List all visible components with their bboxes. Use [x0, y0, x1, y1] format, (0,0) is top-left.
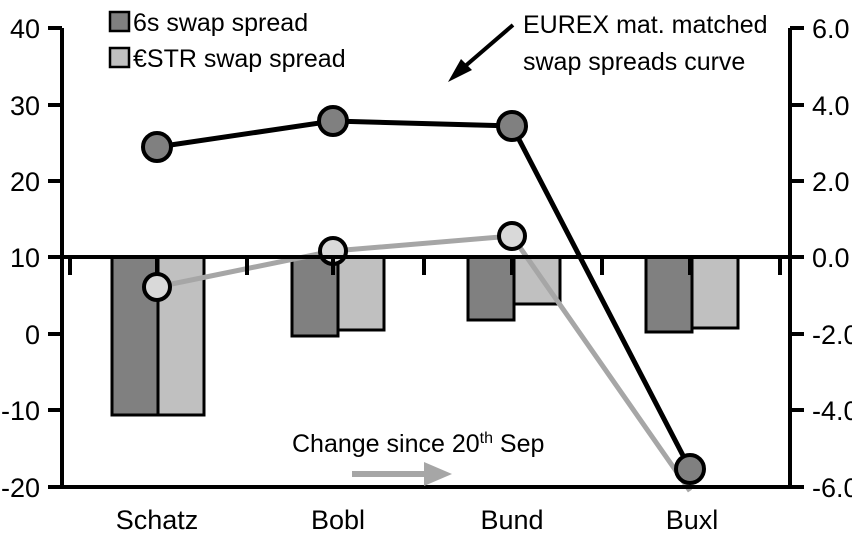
legend-swatch-estr	[108, 46, 131, 69]
annotation-eurex-line1: EUREX mat. matched	[523, 11, 768, 39]
annotation-eurex-arrow-icon	[448, 23, 515, 82]
legend-swatch-6s	[108, 10, 131, 33]
right-tick-label-3: 0.0	[812, 243, 850, 273]
legend: 6s swap spread €STR swap spread	[108, 9, 346, 73]
change-since-marker-bund	[497, 221, 527, 251]
bar-estr-buxl	[690, 255, 740, 330]
series-eurex-curve	[141, 105, 706, 485]
right-tick-label-5: -4.0	[812, 396, 852, 426]
left-tick-label-5: -10	[1, 396, 40, 426]
legend-label-estr: €STR swap spread	[133, 45, 346, 73]
right-axis: 6.0 4.0 2.0 0.0 -2.0 -4.0 -6.0	[788, 14, 852, 503]
left-tick-label-4: 0	[25, 320, 40, 350]
annotation-eurex: EUREX mat. matched swap spreads curve	[448, 11, 768, 82]
left-tick-label-0: 40	[10, 14, 40, 44]
eurex-marker-schatz	[141, 131, 173, 163]
category-label-bund: Bund	[480, 505, 543, 535]
eurex-marker-bobl	[317, 105, 349, 137]
annotation-change-superscript: th	[480, 430, 493, 447]
right-tick-label-1: 4.0	[812, 91, 850, 121]
annotation-change-since-text: Change since 20th Sep	[292, 430, 544, 458]
category-label-schatz: Schatz	[116, 505, 199, 535]
eurex-marker-buxl	[674, 453, 706, 485]
annotation-change-suffix: Sep	[493, 430, 544, 458]
legend-label-6s: 6s swap spread	[133, 9, 308, 37]
annotation-change-prefix: Change since 20	[292, 430, 480, 458]
eurex-marker-bund	[496, 110, 528, 142]
bars-layer	[110, 255, 740, 417]
left-tick-label-3: 10	[10, 243, 40, 273]
right-tick-label-4: -2.0	[812, 320, 852, 350]
annotation-change-arrow-icon	[352, 462, 452, 486]
bottom-axis: Schatz Bobl Bund Buxl	[62, 257, 790, 535]
bar-6s-buxl	[644, 255, 694, 334]
legend-item-6s-swap-spread[interactable]: 6s swap spread	[108, 9, 308, 37]
annotation-eurex-line2: swap spreads curve	[523, 48, 745, 76]
change-since-marker-schatz	[142, 272, 172, 302]
legend-item-estr-swap-spread[interactable]: €STR swap spread	[108, 45, 346, 73]
eurex-polyline	[156, 118, 693, 471]
left-tick-label-1: 30	[10, 91, 40, 121]
left-tick-label-2: 20	[10, 167, 40, 197]
right-tick-label-2: 2.0	[812, 167, 850, 197]
bar-6s-bund	[466, 255, 516, 322]
annotation-change-since: Change since 20th Sep	[292, 430, 544, 486]
category-label-bobl: Bobl	[311, 505, 365, 535]
right-tick-label-6: -6.0	[812, 473, 852, 503]
right-tick-label-0: 6.0	[812, 14, 850, 44]
category-label-buxl: Buxl	[666, 505, 719, 535]
left-axis: 40 30 20 10 0 -10 -20	[1, 14, 64, 503]
bar-estr-bobl	[336, 255, 386, 332]
left-tick-label-6: -20	[1, 473, 40, 503]
